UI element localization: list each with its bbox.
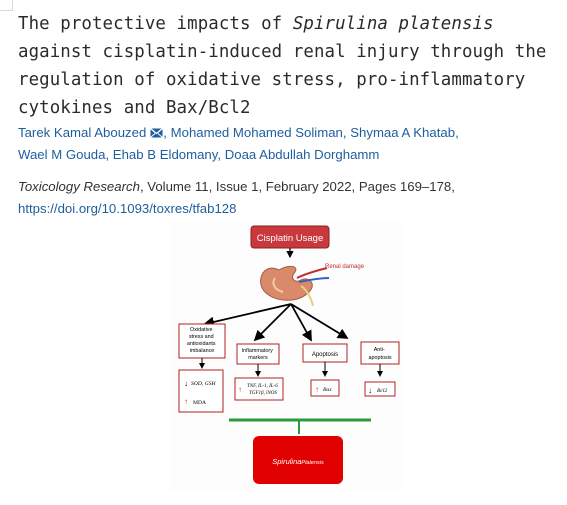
down-arrow-icon: ↓ [184, 379, 188, 388]
arrow-apoptosis [290, 303, 312, 342]
bcl2-label: Bcl2 [377, 388, 387, 394]
window-corner [0, 0, 13, 11]
author-separator: , [163, 125, 171, 140]
down-arrow-icon: ↓ [368, 386, 372, 395]
apoptosis-label: Apoptosis [312, 352, 338, 358]
sod-gsh-label: SOD, GSH [191, 381, 217, 387]
oxidative-result-box [178, 369, 224, 413]
author-separator: , [105, 146, 113, 162]
author-link[interactable]: Ehab B Eldomany [112, 146, 218, 162]
inflammatory-box [236, 343, 280, 365]
up-arrow-icon: ↑ [238, 385, 242, 394]
bcl2-box [364, 381, 396, 397]
arrow-oxidative [203, 303, 292, 328]
author-link[interactable]: Doaa Abdullah Dorghamm [224, 146, 380, 162]
arrow-inflammatory [253, 303, 292, 342]
author-link[interactable]: Mohamed Mohamed Soliman [170, 125, 343, 140]
author-link[interactable]: Tarek Kamal Abouzed [18, 125, 147, 140]
doi-link[interactable]: https://doi.org/10.1093/toxres/tfab128 [18, 200, 237, 216]
envelope-icon[interactable] [150, 128, 164, 138]
mda-label: MDA [193, 400, 206, 406]
renal-damage-label: Renal damage [325, 264, 365, 270]
spirulina-label: SpirulinaPlatensis [272, 457, 324, 466]
author-separator: , [455, 125, 459, 140]
up-arrow-icon: ↑ [315, 385, 319, 394]
inflammatory-result-box [234, 377, 284, 401]
cisplatin-label: Cisplatin Usage [257, 233, 324, 244]
article-title: The protective impacts of Spirulina plat… [18, 10, 563, 122]
graphical-abstract: Cisplatin Usage Renal damage Oxidative s… [171, 220, 404, 492]
citation-details: , Volume 11, Issue 1, February 2022, Pag… [139, 179, 455, 194]
title-text-start: The protective impacts of [18, 14, 293, 34]
author-list: Tarek Kamal Abouzed, Mohamed Mohamed Sol… [18, 122, 558, 165]
author-separator: , [342, 125, 351, 140]
citation: Toxicology Research, Volume 11, Issue 1,… [18, 176, 558, 219]
up-arrow-icon: ↑ [184, 397, 188, 406]
journal-name: Toxicology Research [18, 179, 140, 194]
bax-label: Bax [323, 387, 332, 393]
inflammatory-label: Inflammatory markers [242, 348, 275, 361]
title-text-end: against cisplatin-induced renal injury t… [18, 42, 547, 118]
kidney-icon [260, 265, 330, 307]
bax-box [310, 379, 340, 397]
title-species: Spirulina platensis [292, 14, 494, 34]
author-link[interactable]: Shymaa A Khatab [350, 125, 456, 140]
author-link[interactable]: Wael M Gouda [18, 146, 106, 162]
arrow-anti-apoptosis [290, 303, 349, 339]
oxidative-label: Oxidative stress and antioxidants imbala… [187, 327, 217, 354]
cytokines-label: TNF, IL-1, IL-6 TGF1β, iNOS [247, 384, 279, 396]
author-separator: , [217, 146, 225, 162]
anti-apoptosis-label: Anti- apoptosis [368, 347, 391, 361]
spirulina-box [253, 436, 343, 484]
